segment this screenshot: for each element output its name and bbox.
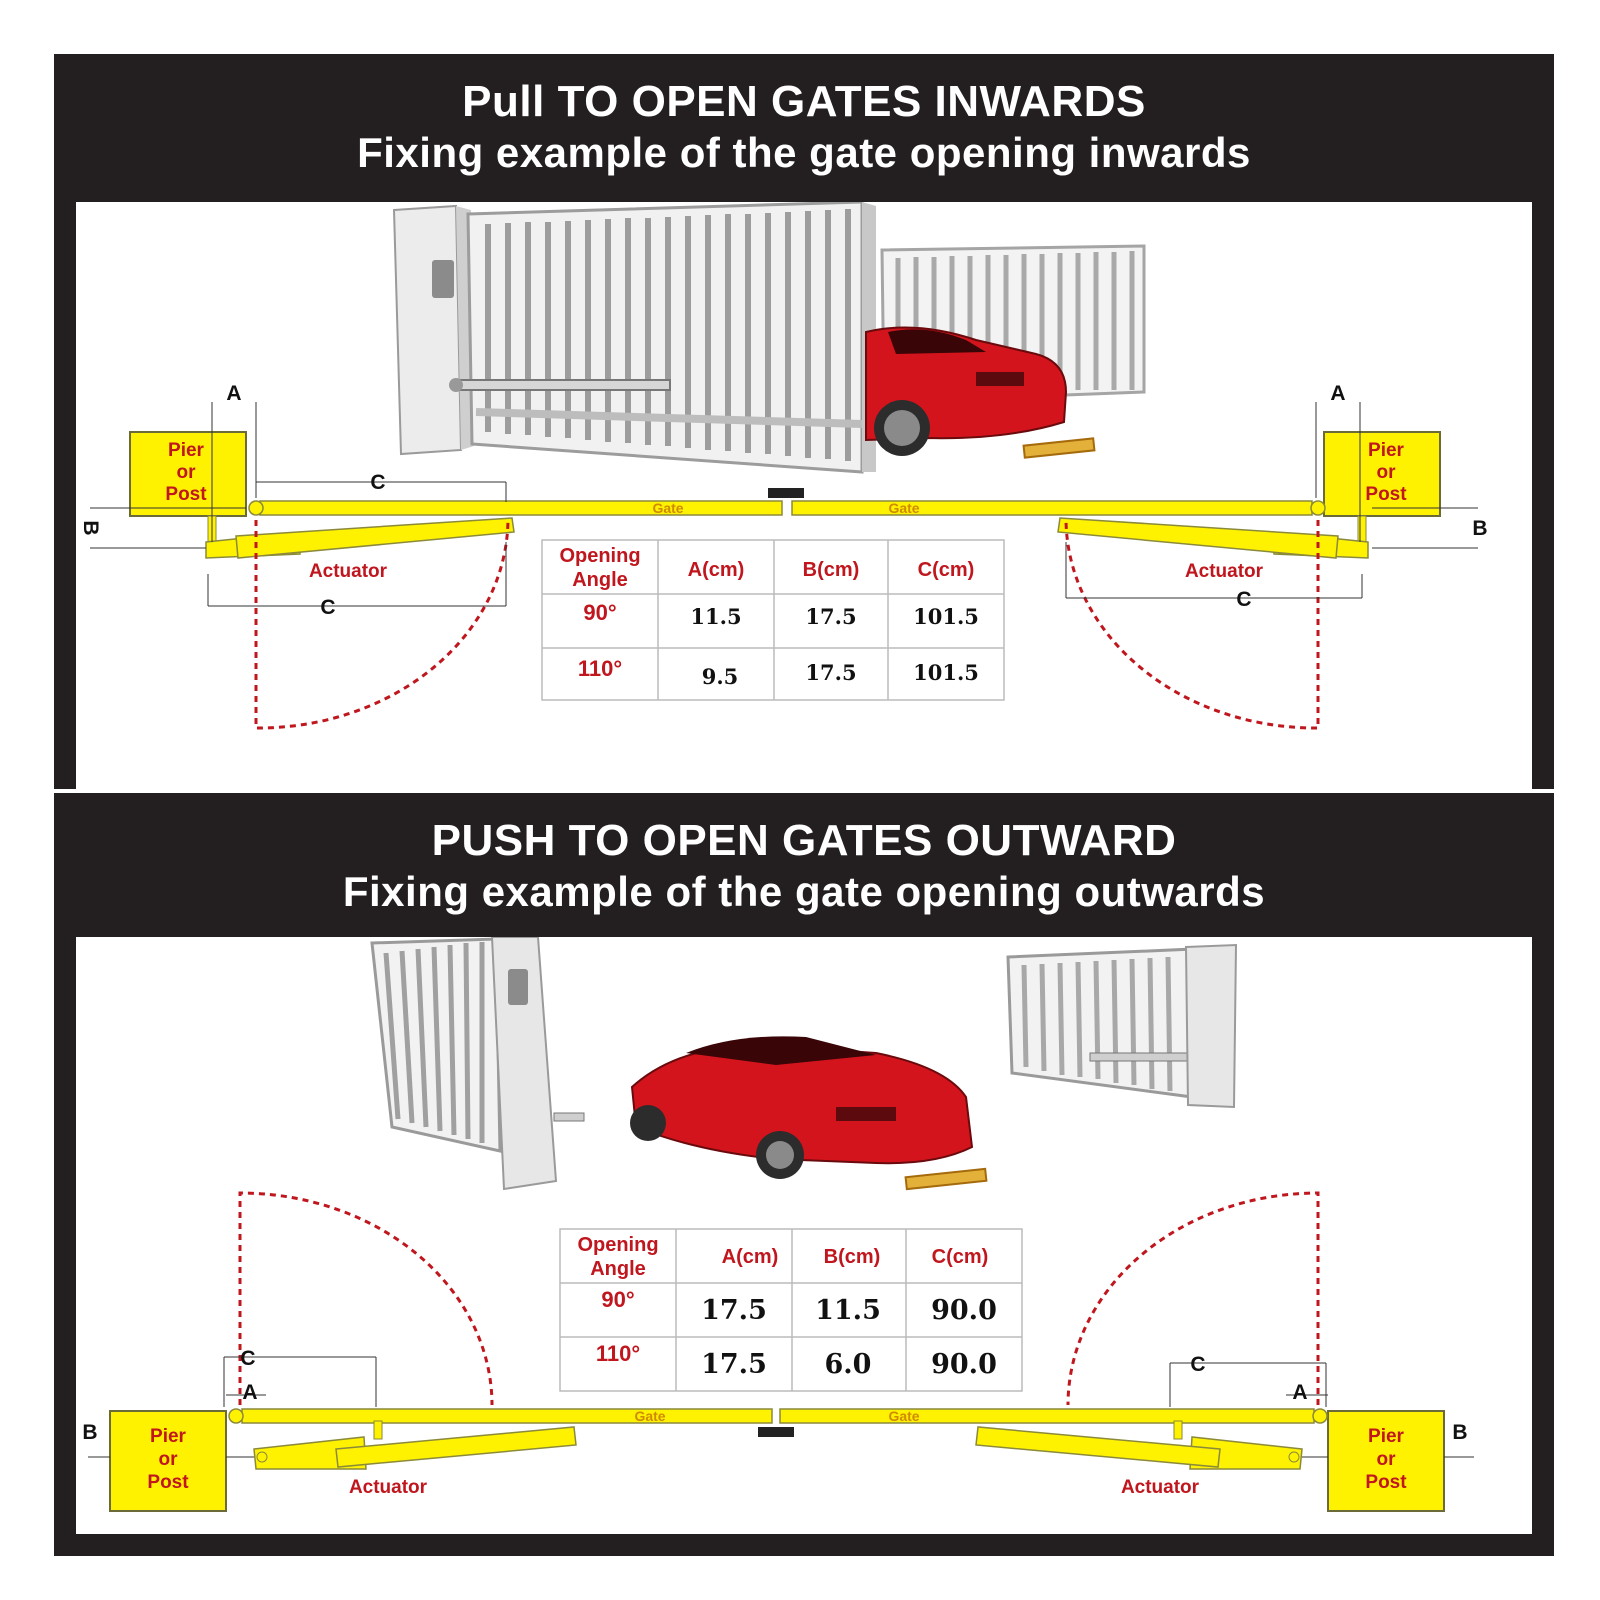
table-cell-a: 9.5	[702, 664, 739, 689]
dim-a-right: A	[1330, 382, 1345, 405]
dim-c-left: C	[240, 1347, 255, 1370]
gate-label-right: Gate	[888, 1408, 919, 1424]
outward-diagram: Pier or Post Pier or Post Gate Gate	[76, 937, 1532, 1534]
gate-bars	[485, 209, 851, 461]
outward-actuator-left: Actuator	[253, 1420, 577, 1498]
outward-swing-arc-right	[1066, 1191, 1320, 1406]
actuator-label: Actuator	[1185, 561, 1264, 582]
table-cell-c: 90.0	[931, 1295, 997, 1326]
table-cell-b: 17.5	[805, 660, 856, 685]
actuator-label: Actuator	[349, 1477, 428, 1498]
table-header-b: B(cm)	[824, 1246, 881, 1268]
inward-panel: Pull TO OPEN GATES INWARDS Fixing exampl…	[54, 54, 1554, 789]
inward-pier-right: Pier or Post	[1323, 431, 1441, 517]
pier-label-line2: or	[159, 1449, 179, 1470]
inward-gate-illustration	[392, 202, 1146, 474]
outward-car-illustration	[630, 1036, 988, 1191]
table-cell-angle: 90°	[601, 1287, 634, 1312]
outward-gate-illustration-left	[370, 937, 585, 1191]
outward-diagram-svg: Pier or Post Pier or Post Gate Gate	[82, 937, 1474, 1512]
dim-a-right: A	[1292, 1381, 1307, 1404]
actuator-label: Actuator	[1121, 1477, 1200, 1498]
actuator-label: Actuator	[309, 561, 388, 582]
inward-title: Pull TO OPEN GATES INWARDS	[462, 77, 1146, 126]
table-header-opening: Opening	[559, 545, 640, 567]
dim-a-left: A	[226, 382, 241, 405]
table-cell-c: 101.5	[913, 604, 979, 629]
pier-label-line1: Pier	[150, 1426, 187, 1447]
outward-gate-leaves: Gate Gate	[228, 1408, 1328, 1437]
table-header-a: A(cm)	[688, 559, 745, 581]
pier-label-line1: Pier	[1368, 440, 1405, 461]
outward-gate-illustration-right	[1006, 943, 1238, 1109]
inward-subtitle: Fixing example of the gate opening inwar…	[357, 129, 1251, 176]
table-cell-angle: 110°	[596, 1341, 640, 1366]
control-box-icon	[432, 260, 454, 298]
inward-spec-table: Opening Angle A(cm) B(cm) C(cm) 90° 11.5…	[541, 539, 1005, 701]
inward-pier-left: Pier or Post	[129, 431, 247, 517]
inward-actuator-arm	[459, 379, 671, 391]
table-cell-a: 11.5	[690, 604, 741, 629]
table-cell-angle: 110°	[578, 656, 622, 681]
outward-panel: PUSH TO OPEN GATES OUTWARD Fixing exampl…	[54, 793, 1554, 1556]
inward-car-illustration	[865, 326, 1096, 459]
outward-header: PUSH TO OPEN GATES OUTWARD Fixing exampl…	[54, 793, 1554, 917]
dim-a-left: A	[242, 1381, 257, 1404]
inward-diagram: Pier or Post Pier or Post Gate Gate	[76, 202, 1532, 789]
dim-b-right: B	[1452, 1421, 1467, 1444]
pier-label-line1: Pier	[168, 440, 205, 461]
table-header-b: B(cm)	[803, 559, 860, 581]
inward-actuator-left: Actuator	[205, 515, 515, 582]
dim-b-left: B	[82, 1421, 97, 1444]
inward-header: Pull TO OPEN GATES INWARDS Fixing exampl…	[54, 54, 1554, 178]
pier-label-line2: or	[177, 462, 197, 483]
outward-pier-left: Pier or Post	[109, 1410, 227, 1512]
dim-c-left: C	[320, 596, 335, 619]
outward-swing-arc-left	[238, 1191, 494, 1406]
table-header-c: C(cm)	[932, 1246, 989, 1268]
pier-label-line3: Post	[147, 1472, 189, 1493]
table-header-opening: Opening	[577, 1234, 658, 1256]
pier-label-line3: Post	[165, 484, 207, 505]
pier-label-line3: Post	[1365, 1472, 1407, 1493]
pier-label-line3: Post	[1365, 484, 1407, 505]
table-cell-a: 17.5	[701, 1295, 767, 1326]
outward-spec-table: Opening Angle A(cm) B(cm) C(cm) 90° 17.5…	[559, 1228, 1023, 1392]
dim-c-upper: C	[370, 471, 385, 494]
table-cell-angle: 90°	[583, 600, 616, 625]
table-header-a: A(cm)	[722, 1246, 779, 1268]
table-cell-b: 11.5	[815, 1295, 881, 1326]
gate-label-left: Gate	[634, 1408, 665, 1424]
table-header-angle: Angle	[590, 1258, 646, 1280]
pier-label-line2: or	[1377, 462, 1397, 483]
outward-actuator-right: Actuator	[975, 1420, 1303, 1498]
table-cell-a: 17.5	[701, 1349, 767, 1380]
table-header-angle: Angle	[572, 569, 628, 591]
inward-gate-leaves: Gate Gate	[248, 488, 1326, 516]
outward-dimension-lines	[88, 1356, 1474, 1458]
pier-label-line1: Pier	[1368, 1426, 1405, 1447]
table-header-c: C(cm)	[918, 559, 975, 581]
inward-diagram-svg: Pier or Post Pier or Post Gate Gate	[79, 202, 1488, 730]
table-cell-b: 6.0	[825, 1349, 872, 1380]
dim-b-right: B	[1472, 517, 1487, 540]
gate-label-left: Gate	[652, 500, 683, 516]
outward-title: PUSH TO OPEN GATES OUTWARD	[431, 816, 1177, 865]
gate-label-right: Gate	[888, 500, 919, 516]
table-cell-b: 17.5	[805, 604, 856, 629]
dim-b-left: B	[79, 520, 102, 535]
inward-swing-arc-left	[254, 519, 510, 730]
inward-swing-arc-right	[1064, 519, 1320, 730]
table-cell-c: 90.0	[931, 1349, 997, 1380]
inward-dimension-lines	[90, 402, 1478, 607]
table-cell-c: 101.5	[913, 660, 979, 685]
outward-subtitle: Fixing example of the gate opening outwa…	[342, 868, 1266, 915]
dim-c-right: C	[1236, 588, 1251, 611]
outward-pier-right: Pier or Post	[1327, 1410, 1445, 1512]
dim-c-right: C	[1190, 1353, 1205, 1376]
inward-actuator-right: Actuator	[1057, 515, 1369, 582]
control-box-icon	[508, 969, 528, 1005]
pier-label-line2: or	[1377, 1449, 1397, 1470]
